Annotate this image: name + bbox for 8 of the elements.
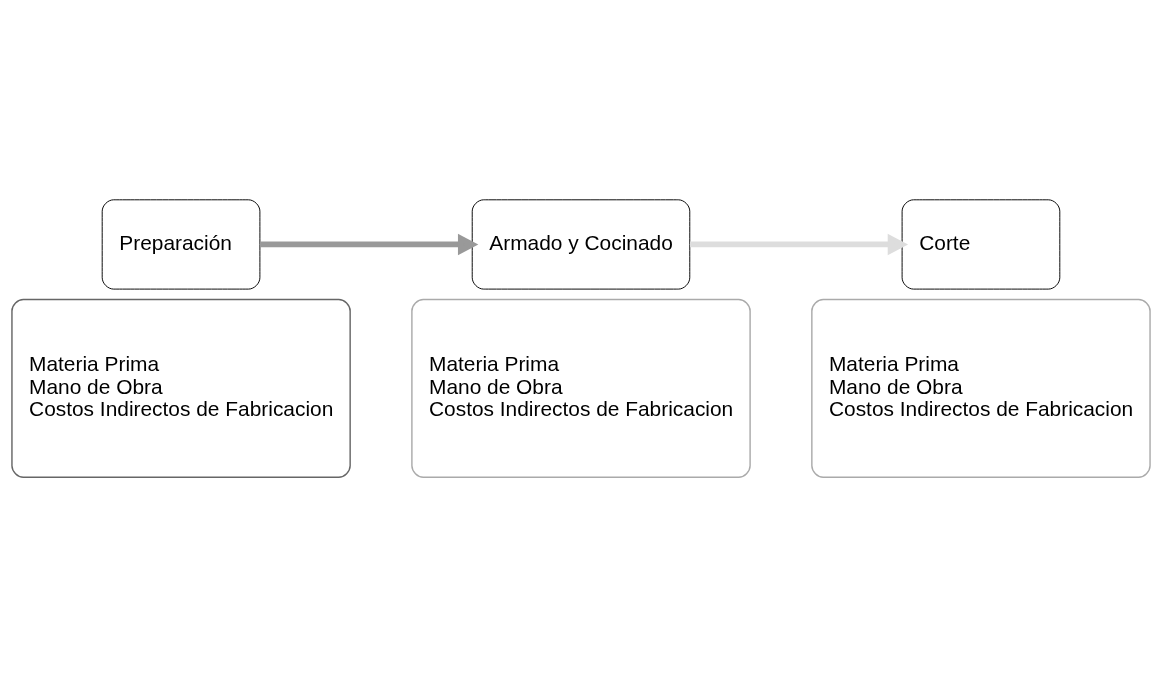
node-box: Corte [901,199,1061,290]
node-box: Materia Prima Mano de Obra Costos Indirectos de Fabricacion [811,298,1151,478]
arrow [259,233,479,256]
node-box: Materia Prima Mano de Obra Costos Indirectos de Fabricacion [11,298,351,478]
node-box: Armado y Cocinado [471,199,691,290]
node-box: Materia Prima Mano de Obra Costos Indirectos de Fabricacion [411,298,751,478]
arrow [689,233,909,256]
node-box: Preparación [101,199,261,290]
